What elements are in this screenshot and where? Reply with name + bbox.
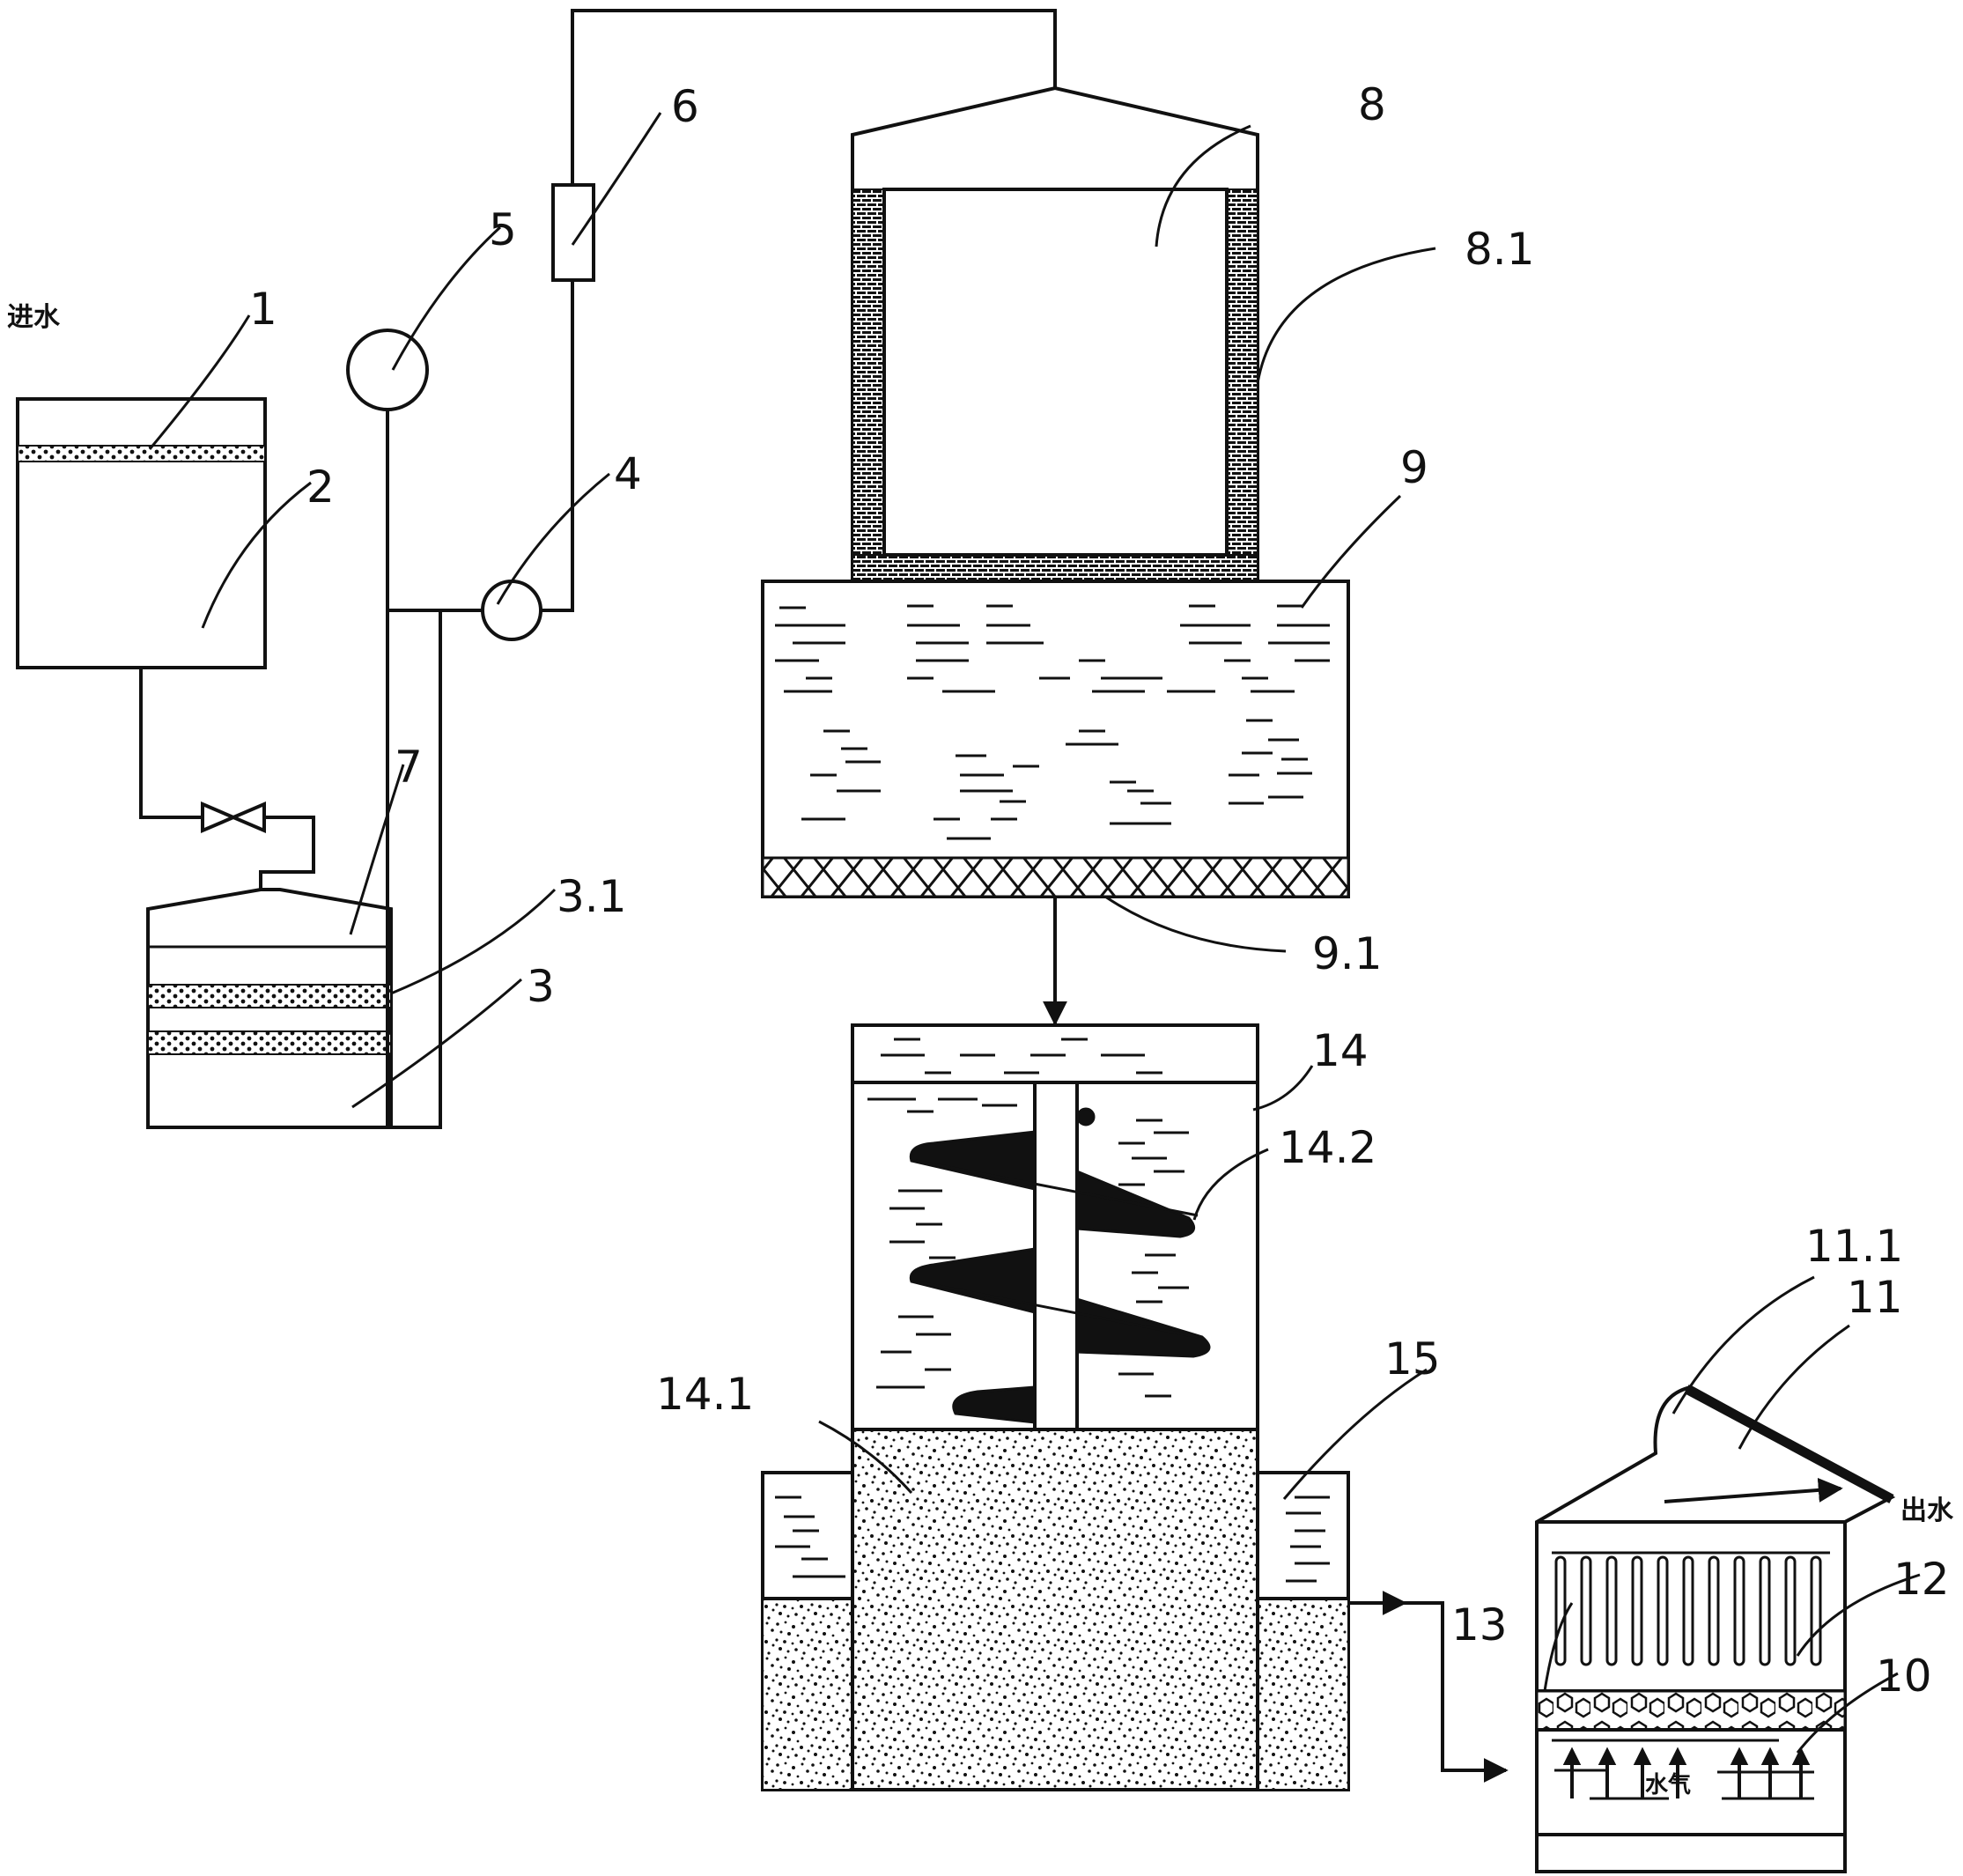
sand-column	[851, 1428, 1259, 1791]
outlet-arrow	[1664, 1477, 1843, 1503]
label-9-1: 9.1	[1312, 928, 1383, 979]
blower-icon	[346, 329, 429, 411]
support-mesh	[761, 856, 1350, 898]
label-13: 13	[1451, 1599, 1508, 1651]
label-11: 11	[1847, 1272, 1903, 1323]
label-14-2: 14.2	[1279, 1122, 1376, 1173]
label-14: 14	[1312, 1025, 1369, 1076]
label-12: 12	[1893, 1554, 1950, 1605]
outlet-text: 出水	[1900, 1496, 1954, 1526]
inlet-text: 进水	[7, 302, 61, 333]
air-pipe	[386, 9, 1057, 1129]
label-3-1: 3.1	[557, 871, 627, 922]
label-5: 5	[489, 204, 517, 255]
label-4: 4	[614, 448, 642, 499]
label-14-1: 14.1	[656, 1369, 754, 1420]
reactor-vessel	[851, 85, 1259, 583]
carrier-layer	[1535, 1689, 1847, 1732]
label-15: 15	[1384, 1333, 1441, 1385]
filter-tank	[146, 888, 393, 1129]
label-3: 3	[527, 961, 555, 1012]
flow-text: 进水 出水 水气	[7, 302, 1954, 1798]
raw-water-tank	[16, 397, 267, 669]
screw-shaft	[1033, 1081, 1079, 1431]
valve-icon	[201, 801, 266, 834]
leader-lines	[148, 112, 1921, 1754]
screw-reactor	[851, 1023, 1259, 1791]
reference-labels: 1 2 3 3.1 4 5 6 7 8 8.1 9 9.1 14 14.2 14…	[249, 79, 1950, 1702]
label-2: 2	[306, 462, 335, 513]
label-1: 1	[249, 284, 277, 335]
membrane-modules	[1554, 1555, 1822, 1666]
filter-media-layer-upper	[147, 984, 392, 1008]
label-8-1: 8.1	[1465, 224, 1535, 275]
transfer-pipe	[1348, 1591, 1509, 1783]
flowmeter-icon	[551, 183, 595, 282]
label-10: 10	[1876, 1651, 1932, 1702]
settling-tank	[761, 580, 1350, 898]
water-vapor-text: 水气	[1645, 1771, 1691, 1798]
membrane-reactor	[1535, 1385, 1896, 1873]
feed-pipe	[139, 668, 315, 890]
label-7: 7	[395, 742, 423, 793]
aeration-arrows	[1562, 1747, 1811, 1798]
label-6: 6	[671, 81, 699, 132]
label-11-1: 11.1	[1805, 1221, 1903, 1272]
tank-filter-layer	[17, 445, 266, 462]
label-8: 8	[1358, 79, 1386, 130]
gas-vent-pipe	[1684, 1385, 1894, 1503]
filter-media-layer-lower	[147, 1030, 392, 1055]
pump-icon	[481, 580, 542, 641]
label-9: 9	[1400, 442, 1428, 493]
